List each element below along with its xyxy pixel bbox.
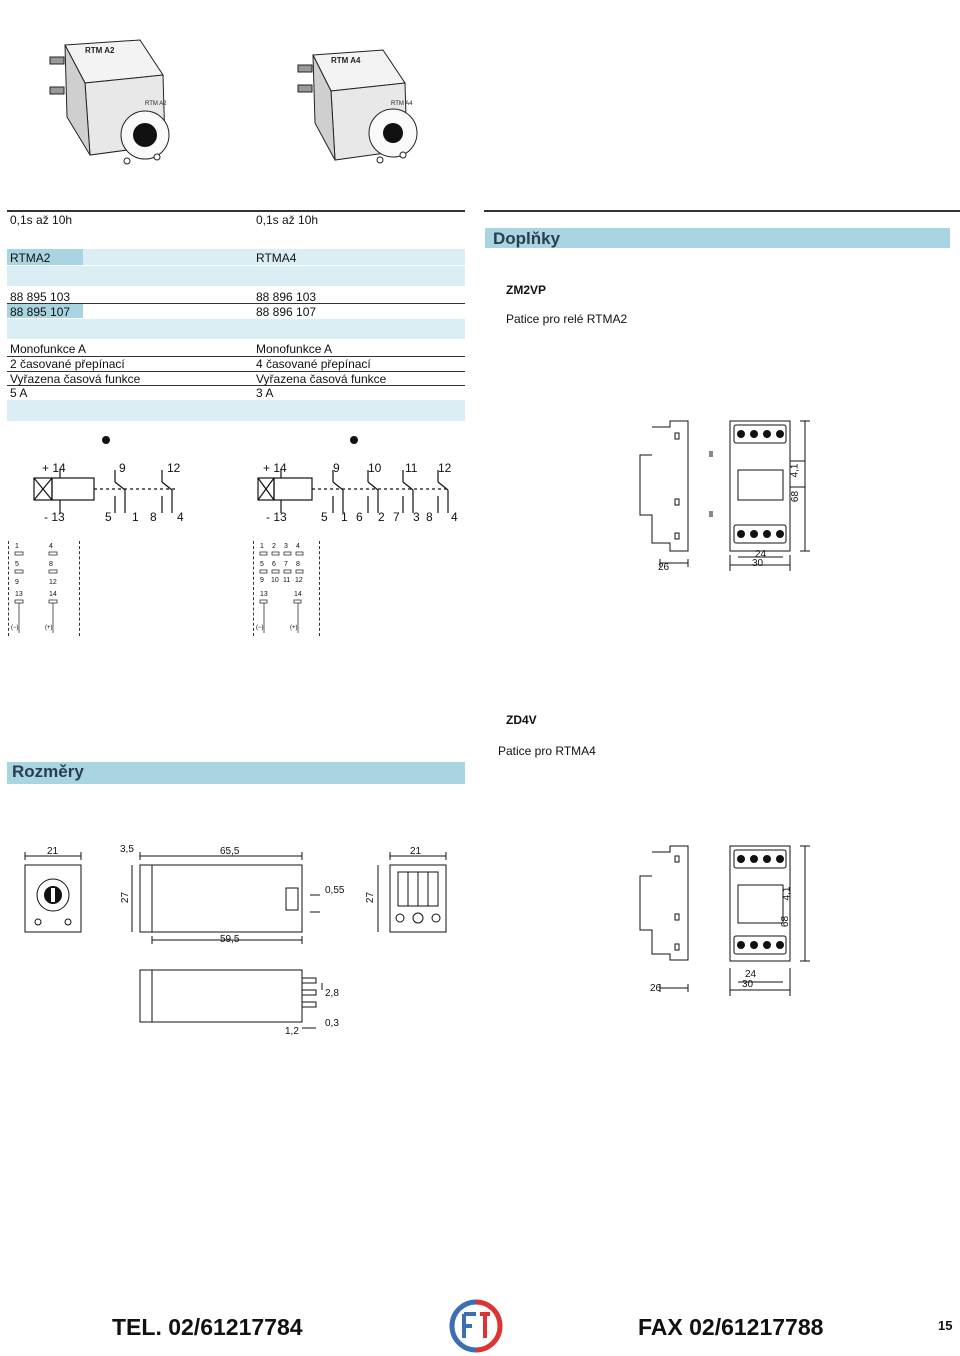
spec-rtma4-disabled: Vyřazena časová funkce: [256, 372, 387, 386]
accessories-title: Doplňky: [493, 229, 561, 248]
svg-text:(−): (−): [256, 625, 264, 631]
model-rtma4: RTMA4: [256, 251, 297, 265]
svg-text:RTM A4: RTM A4: [331, 56, 361, 65]
socket-drawing-zd4v: 26 24 30 68 4,1: [630, 840, 960, 1005]
code-rtma4-1: 88 896 103: [256, 290, 317, 304]
bullet-dot-rtma4: [350, 436, 358, 444]
accessory-code-zm2vp: ZM2VP: [506, 283, 547, 297]
spec-rtma2-function: Monofunkce A: [10, 342, 87, 356]
socket-drawing-zm2vp: 26 24 30 68 4,1: [630, 415, 960, 580]
company-logo-icon: [449, 1299, 503, 1353]
product-photo-rtma4: RTM A4 RTM A4: [297, 49, 418, 164]
svg-text:RTM A4: RTM A4: [391, 101, 413, 107]
footer-fax: FAX 02/61217788: [638, 1314, 824, 1340]
spec-rtma2-current: 5 A: [10, 386, 28, 400]
range-rtma2: 0,1s až 10h: [10, 213, 73, 227]
accessory-desc-zd4v: Patice pro RTMA4: [498, 744, 596, 758]
wiring-diagram-rtma4: + 14 9 10 11 12 - 13 5 1 6 2 7 3 8 4: [253, 458, 463, 528]
svg-text:(+): (+): [290, 625, 298, 631]
svg-text:(−): (−): [11, 625, 19, 631]
code-rtma2-1: 88 895 103: [10, 290, 71, 304]
bullet-dot-rtma2: [102, 436, 110, 444]
code-rtma2-2: 88 895 107: [10, 305, 71, 319]
spec-rtma4-function: Monofunkce A: [256, 342, 333, 356]
wiring-diagram-rtma2: + 14 9 12 - 13 5 1 8 4: [7, 458, 237, 528]
accessory-code-zd4v: ZD4V: [506, 713, 537, 727]
spec-rtma4-current: 3 A: [256, 386, 274, 400]
svg-text:(+): (+): [45, 625, 53, 631]
spec-rtma4-contacts: 4 časované přepínací: [256, 357, 371, 371]
page-number: 15: [938, 1318, 953, 1333]
spec-rtma2-disabled: Vyřazena časová funkce: [10, 372, 141, 386]
product-photo-rtma2: RTM A2 RTM A2: [49, 39, 170, 165]
dimensions-title: Rozměry: [12, 762, 84, 781]
spec-rtma2-contacts: 2 časované přepínací: [10, 357, 125, 371]
accessory-desc-zm2vp: Patice pro relé RTMA2: [506, 312, 628, 326]
range-rtma4: 0,1s až 10h: [256, 213, 319, 227]
terminal-layout-rtma4: 1 2 3 4 5 6 7 8 9 10 11 12 13 14 (−)(+): [253, 541, 320, 636]
terminal-layout-rtma2: 1 4 5 8 9 12 13 14 (−)(+): [8, 541, 80, 636]
svg-text:RTM A2: RTM A2: [85, 46, 115, 55]
model-rtma2: RTMA2: [10, 251, 51, 265]
code-rtma4-2: 88 896 107: [256, 305, 317, 319]
footer-telephone: TEL. 02/61217784: [112, 1314, 303, 1340]
relay-dimension-drawing: 21 3,5 65,5 21 27 0,55 27 59,5 2,8 1,2 0…: [20, 840, 460, 1045]
svg-text:RTM A2: RTM A2: [145, 101, 167, 107]
